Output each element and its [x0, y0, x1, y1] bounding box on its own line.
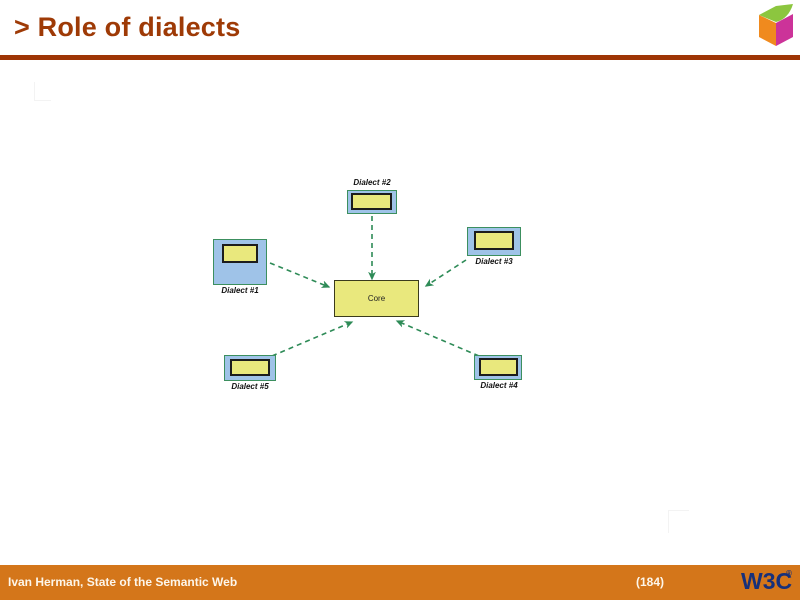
page-number: (184): [636, 575, 665, 589]
header-divider: [0, 55, 800, 60]
slide-header: > Role of dialects: [0, 0, 800, 60]
dialect-2-inner: [351, 193, 392, 210]
svg-text:W3C: W3C: [741, 568, 792, 594]
w3c-wordmark-icon: W3C ®: [741, 566, 799, 596]
dialect-5-inner: [230, 359, 270, 376]
dialect-2-label: Dialect #2: [353, 178, 391, 187]
dialect-1-inner: [222, 244, 258, 263]
dialect-1-label: Dialect #1: [221, 286, 259, 295]
dialect-4-inner: [479, 358, 518, 376]
w3c-cube-logo-icon: [754, 2, 798, 48]
dialect-5-label: Dialect #5: [231, 382, 269, 391]
placeholder-corner-mark: [668, 510, 689, 533]
slide-content: Core Dialect #1 Dialect #2 Dialect #3: [0, 60, 800, 565]
page-title: > Role of dialects: [14, 12, 241, 42]
dialect-4-label: Dialect #4: [480, 381, 518, 390]
edge-dialect-3-to-core: [424, 259, 467, 287]
core-node[interactable]: Core: [334, 280, 419, 317]
core-node-label: Core: [367, 294, 386, 303]
dialect-3-inner: [474, 231, 514, 250]
footer-author-text: Ivan Herman, State of the Semantic Web: [8, 575, 238, 589]
edge-dialect-4-to-core: [395, 320, 480, 357]
dialect-3-label: Dialect #3: [475, 257, 513, 266]
placeholder-bullet-mark: [34, 82, 51, 101]
edge-dialect-1-to-core: [269, 262, 331, 288]
slide-footer: Ivan Herman, State of the Semantic Web (…: [0, 565, 800, 600]
diagram-edges-layer: [269, 216, 480, 357]
svg-text:®: ®: [786, 569, 792, 578]
edge-dialect-5-to-core: [271, 321, 354, 357]
dialects-architecture-diagram: Core Dialect #1 Dialect #2 Dialect #3: [0, 60, 800, 565]
